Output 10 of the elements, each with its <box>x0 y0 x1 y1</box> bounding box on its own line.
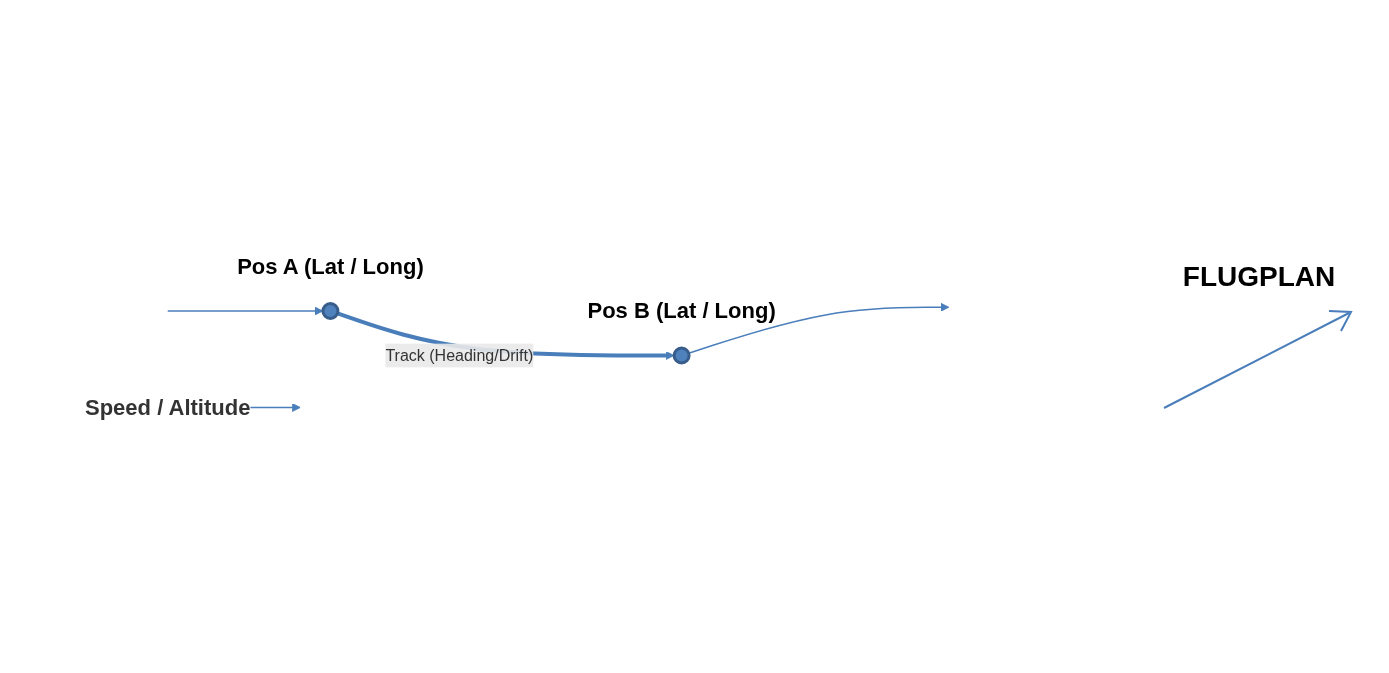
leader-line <box>250 402 302 412</box>
position-circle <box>321 301 340 320</box>
arrow <box>167 306 324 315</box>
position-label: Pos A (Lat / Long) <box>237 253 425 278</box>
text-label: Speed / Altitude <box>85 394 251 420</box>
arrow <box>688 302 950 354</box>
edge-label: Track (Heading/Drift) <box>385 343 534 367</box>
flight-plan-label: FLUGPLAN <box>1182 260 1336 293</box>
position-circle <box>673 346 692 364</box>
position-label: Pos B (Lat / Long) <box>587 297 777 323</box>
